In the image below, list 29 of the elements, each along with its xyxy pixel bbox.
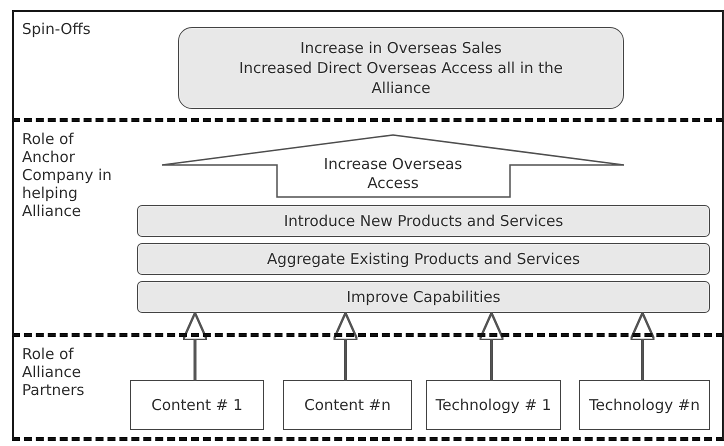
arrow	[629, 312, 656, 380]
partner-label: Technology # 1	[436, 395, 552, 415]
arrow	[478, 312, 505, 380]
partner-box	[579, 380, 710, 430]
layer-band	[12, 337, 724, 441]
role-bar	[137, 205, 710, 237]
partner-box	[426, 380, 561, 430]
row-heading: Spin-Offs	[22, 20, 92, 38]
row-heading: Role of Alliance Partners	[22, 345, 86, 399]
partner-box	[130, 380, 264, 430]
role-bar	[137, 243, 710, 275]
layer-band	[12, 10, 724, 122]
bar-label: Introduce New Products and Services	[284, 212, 564, 230]
partner-label: Content # 1	[151, 395, 243, 415]
partner-label: Technology #n	[589, 395, 700, 415]
arrow-label: Increase Overseas Access	[322, 155, 464, 193]
layer-band	[12, 122, 724, 337]
bar-label: Improve Capabilities	[346, 288, 500, 306]
arrow	[182, 312, 208, 380]
up-arrow-shape	[162, 135, 624, 197]
partner-box	[283, 380, 412, 430]
outcome-text: Increased Direct Overseas Access all in the Alliance	[238, 58, 564, 98]
role-bar	[137, 281, 710, 313]
partner-label: Content #n	[304, 395, 391, 415]
outcome-text: Increase in Overseas Sales	[300, 38, 502, 58]
bar-label: Aggregate Existing Products and Services	[267, 250, 580, 268]
arrow	[332, 312, 359, 380]
outcome-box	[178, 27, 624, 109]
row-heading: Role of Anchor Company in helping Alliance	[22, 130, 113, 220]
